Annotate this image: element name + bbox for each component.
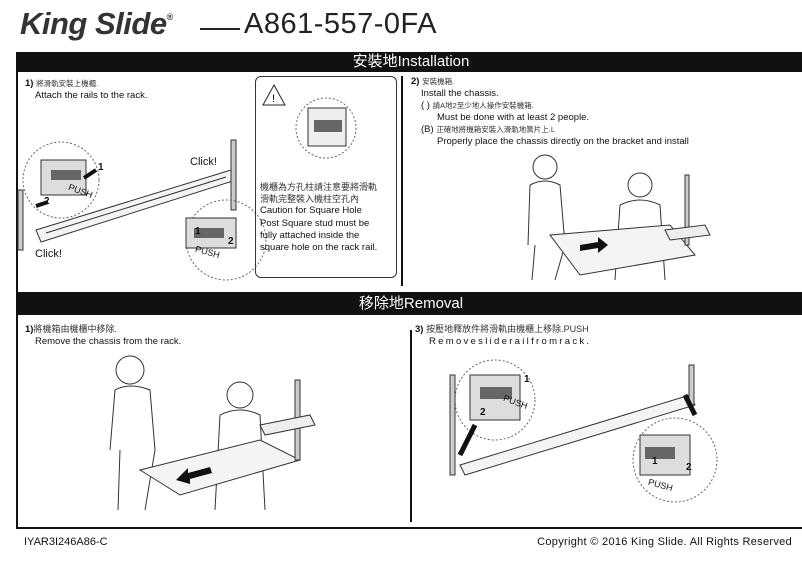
removal-step1: 1)將機箱由機櫃中移除. Remove the chassis from the…	[25, 324, 182, 347]
step-number: 1	[195, 226, 201, 237]
install-step1: 1) 將滑軌安裝上機櫃. Attach the rails to the rac…	[25, 78, 148, 101]
removal-header: 移除地Removal	[16, 293, 802, 315]
removal-step3: 3) 按壓地釋放件將滑軌由機櫃上移除.PUSH Removesliderailf…	[415, 324, 592, 347]
document-code: IYAR3I246A86-C	[24, 536, 108, 548]
brand-logo: King Slide®	[20, 6, 173, 41]
step-number: 2	[686, 462, 692, 473]
click-label: Click!	[190, 156, 217, 168]
model-number: A861-557-0FA	[244, 8, 438, 40]
step-number: 1	[524, 374, 530, 385]
click-label: Click!	[35, 248, 62, 260]
installation-header: 安裝地Installation	[16, 52, 802, 72]
step-number: 2	[480, 407, 486, 418]
title-dash	[200, 28, 240, 30]
remove-chassis-illustration	[109, 355, 316, 511]
install-step2: 2) 安裝機箱. Install the chassis. ( ) 請A地2至少…	[411, 76, 689, 147]
step-number: 1	[98, 162, 104, 173]
remove-rail-illustration	[449, 359, 718, 503]
warning-triangle-icon: !	[262, 83, 286, 106]
caution-box	[255, 76, 397, 278]
square-stud-illustration	[295, 97, 357, 159]
step-number: 1	[652, 456, 658, 467]
rail-attach-illustration	[17, 139, 267, 281]
caution-text: 機櫃為方孔柱請注意要將滑軌 滑軌完整裝入機柱空孔內 Caution for Sq…	[260, 182, 378, 254]
svg-text:!: !	[272, 93, 275, 105]
install-chassis-illustration	[527, 154, 711, 281]
divider	[401, 76, 403, 286]
copyright: Copyright © 2016 King Slide. All Rights …	[537, 536, 792, 548]
divider	[410, 330, 412, 522]
step-number: 2	[228, 236, 234, 247]
step-number: 2	[44, 196, 50, 207]
